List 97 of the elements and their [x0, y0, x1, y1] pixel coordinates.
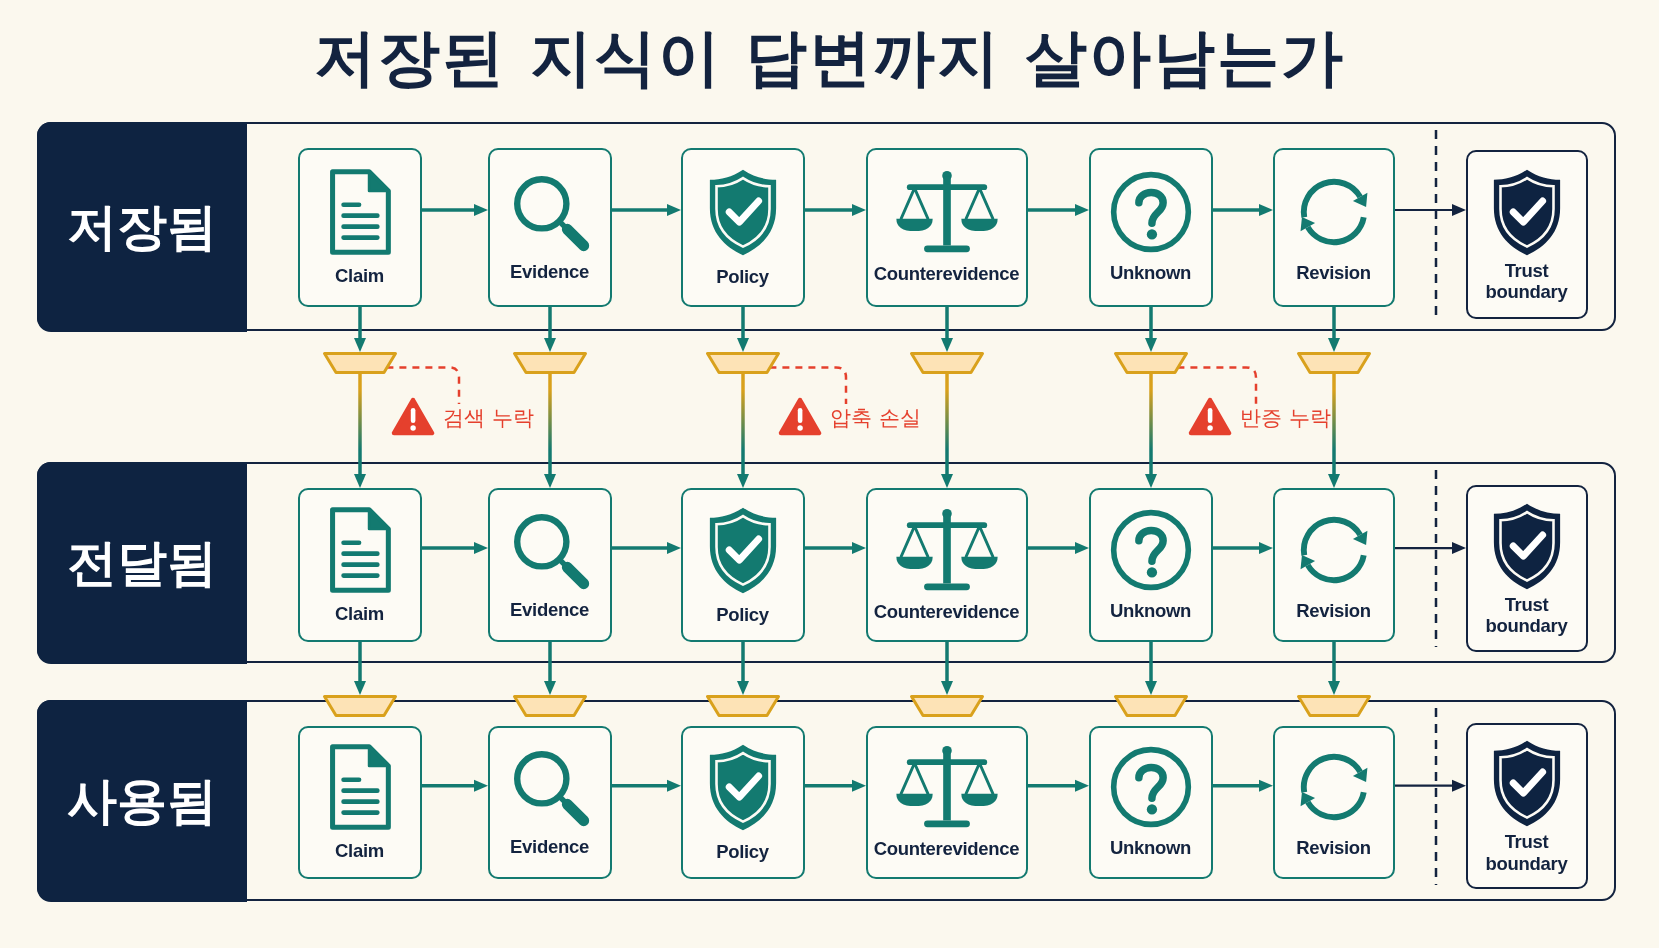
- flow-arrow: [1213, 542, 1273, 555]
- flow-arrow: [941, 374, 953, 488]
- step-label: Policy: [716, 266, 769, 288]
- flow-arrow: [737, 642, 749, 695]
- lane-label: 저장됨: [66, 196, 217, 257]
- step-label: Trust boundary: [1484, 831, 1569, 874]
- boundary-card: [1465, 149, 1588, 319]
- step-card: [297, 487, 422, 642]
- flow-arrow: [612, 204, 681, 216]
- step-card: [865, 725, 1028, 879]
- boundary-card: [1465, 484, 1588, 652]
- flow-arrow: [1213, 204, 1273, 216]
- step-label: Unknown: [1109, 599, 1192, 622]
- flow-arrow: [737, 307, 749, 352]
- step-card: [865, 147, 1028, 307]
- lane-band: [37, 462, 1616, 663]
- flow-arrow: [612, 779, 681, 792]
- flow-arrow: [422, 779, 488, 792]
- step-label: Claim: [335, 265, 384, 287]
- flow-arrow: [1028, 779, 1089, 792]
- step-card: [680, 147, 805, 307]
- filter-trapezoid: [1114, 352, 1188, 374]
- step-card: [1272, 487, 1395, 642]
- flow-arrow: [1213, 779, 1273, 792]
- flow-arrow: [1395, 779, 1466, 792]
- flow-arrow: [1395, 204, 1466, 216]
- step-label: Policy: [716, 603, 769, 626]
- flow-arrow: [1028, 542, 1089, 555]
- flow-arrow: [1145, 642, 1157, 695]
- flow-arrow: [1328, 642, 1340, 695]
- step-card: [1272, 725, 1395, 879]
- flow-arrow: [612, 542, 681, 555]
- lane-band: [37, 122, 1616, 331]
- lane-band: [37, 700, 1616, 901]
- step-card: [680, 487, 805, 642]
- warning-label: 압축 손실: [830, 404, 921, 432]
- flow-arrow: [805, 204, 866, 216]
- flow-arrow: [941, 307, 953, 352]
- filter-trapezoid: [910, 352, 984, 374]
- step-label: Trust boundary: [1484, 593, 1569, 637]
- step-card: [1088, 725, 1213, 879]
- flow-arrow: [1028, 204, 1089, 216]
- warning-label: 반증 누락: [1240, 404, 1331, 432]
- flow-arrow: [354, 307, 366, 352]
- step-label: Unknown: [1109, 837, 1192, 859]
- step-label: Counterevidence: [873, 600, 1020, 623]
- step-label: Revision: [1296, 262, 1371, 284]
- boundary-card: [1465, 722, 1588, 889]
- step-label: Revision: [1296, 599, 1371, 622]
- step-label: Evidence: [510, 836, 589, 858]
- step-card: [1088, 487, 1213, 642]
- dashed-leader-line: [1177, 366, 1258, 404]
- step-label: Counterevidence: [873, 263, 1020, 285]
- step-label: Policy: [716, 841, 769, 863]
- flow-arrow: [1145, 374, 1157, 488]
- flow-arrow: [422, 204, 488, 216]
- flow-arrow: [805, 542, 866, 555]
- dashed-leader-line: [386, 366, 461, 404]
- step-card: [297, 147, 422, 307]
- flow-arrow: [422, 542, 488, 555]
- lane-label: 사용됨: [66, 770, 217, 831]
- flow-arrow: [544, 374, 556, 488]
- flow-arrow: [1328, 374, 1340, 488]
- flow-arrow: [1328, 307, 1340, 352]
- warning-label: 검색 누락: [443, 404, 534, 432]
- step-card: [487, 147, 612, 307]
- filter-trapezoid: [513, 352, 587, 374]
- flow-arrow: [1395, 542, 1466, 555]
- step-card: [297, 725, 422, 879]
- step-label: Evidence: [510, 598, 589, 621]
- flow-arrow: [354, 642, 366, 695]
- step-card: [865, 487, 1028, 642]
- step-label: Revision: [1296, 837, 1371, 859]
- filter-trapezoid: [323, 352, 397, 374]
- flow-arrow: [737, 374, 749, 488]
- step-label: Unknown: [1109, 262, 1192, 284]
- flow-arrow: [354, 374, 366, 488]
- step-label: Claim: [335, 840, 384, 862]
- step-label: Counterevidence: [873, 838, 1020, 860]
- step-card: [487, 487, 612, 642]
- filter-trapezoid: [1297, 352, 1371, 374]
- step-card: [487, 725, 612, 879]
- filter-trapezoid: [706, 352, 780, 374]
- step-card: [680, 725, 805, 879]
- flow-arrow: [941, 642, 953, 695]
- step-label: Claim: [335, 602, 384, 625]
- step-card: [1088, 147, 1213, 307]
- step-card: [1272, 147, 1395, 307]
- step-label: Evidence: [510, 261, 589, 283]
- lane-label: 전달됨: [66, 532, 217, 593]
- flow-arrow: [805, 779, 866, 792]
- flow-arrow: [544, 642, 556, 695]
- flow-arrow: [544, 307, 556, 352]
- flow-arrow: [1145, 307, 1157, 352]
- step-label: Trust boundary: [1484, 259, 1569, 303]
- page-title: 저장된 지식이 답변까지 살아남는가: [314, 22, 1345, 94]
- dashed-leader-line: [769, 366, 848, 404]
